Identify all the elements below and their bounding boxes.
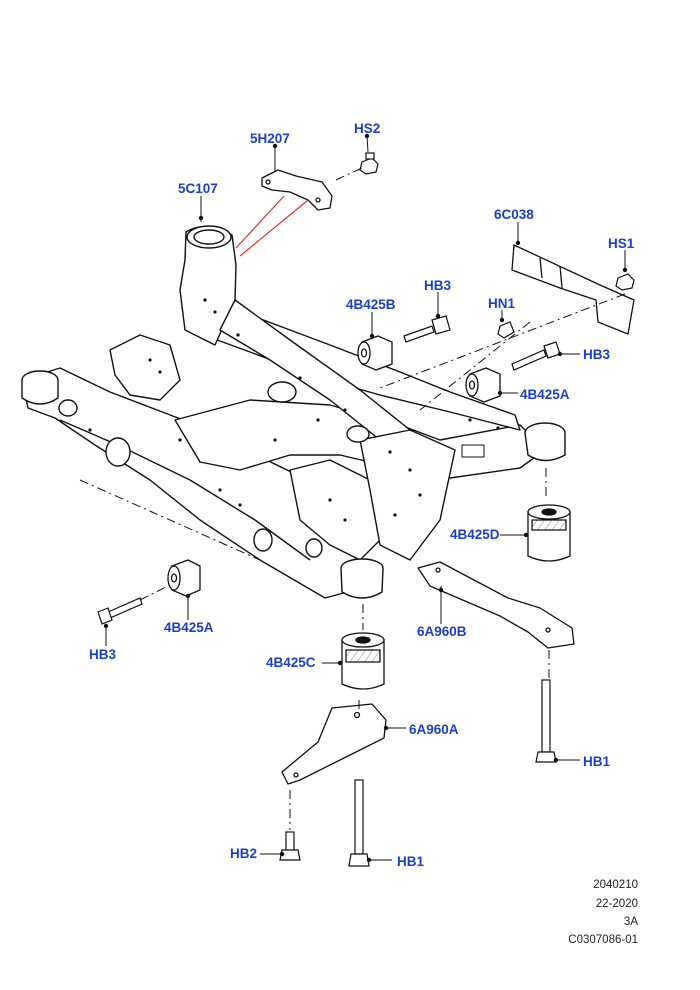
rear-subframe	[21, 225, 566, 599]
subframe-rivets	[88, 298, 500, 522]
brace-6A960B	[417, 561, 575, 649]
footer-line-3: 3A	[623, 916, 638, 928]
callout-HS1: HS1	[608, 236, 635, 251]
callout-HS2: HS2	[354, 121, 381, 136]
callout-5H207: 5H207	[250, 131, 290, 146]
callout-4B425C: 4B425C	[266, 655, 316, 670]
footer-line-1: 2040210	[593, 879, 638, 891]
callout-HB3-top: HB3	[424, 278, 452, 293]
bolt-HB1-bottom	[348, 779, 370, 867]
bushing-4B425A-right	[465, 367, 501, 403]
bushing-4B425D	[527, 504, 571, 562]
callout-HB3-right: HB3	[583, 347, 611, 362]
bushing-4B425A-left	[167, 559, 201, 597]
callout-4B425B: 4B425B	[346, 297, 396, 312]
callout-HN1: HN1	[488, 296, 516, 311]
callout-4B425D: 4B425D	[450, 527, 500, 542]
footer-line-4: C0307086-01	[568, 934, 638, 946]
bolt-HS2	[359, 152, 379, 175]
callout-6C038: 6C038	[494, 207, 534, 222]
bushing-4B425B	[357, 335, 393, 371]
bolt-HB3-top	[403, 315, 451, 343]
bolt-HB3-left	[97, 597, 143, 625]
leader-dots	[103, 133, 628, 863]
bushing-4B425C	[341, 632, 385, 690]
callout-6A960B: 6A960B	[417, 624, 467, 639]
brace-6A960A	[281, 703, 387, 785]
bolt-HB1-right	[535, 679, 557, 763]
callout-HB1-bottom: HB1	[397, 854, 425, 869]
bolt-HB2	[279, 831, 301, 861]
callout-6A960A: 6A960A	[409, 722, 459, 737]
shield-6C038	[511, 244, 635, 335]
bracket-5H207	[261, 169, 333, 211]
callout-HB2: HB2	[230, 846, 258, 861]
callout-5C107: 5C107	[178, 181, 218, 196]
highlight-lines	[235, 195, 309, 257]
callout-HB3-left: HB3	[89, 647, 117, 662]
callout-4B425A-right: 4B425A	[520, 387, 570, 402]
bolt-HS1	[615, 273, 635, 291]
bolt-HB3-right	[511, 341, 561, 371]
assembly-lines	[79, 167, 626, 830]
nut-HN1	[497, 321, 515, 339]
callout-HB1-right: HB1	[583, 754, 611, 769]
callout-4B425A-left: 4B425A	[164, 620, 214, 635]
footer-line-2: 22-2020	[595, 898, 638, 910]
